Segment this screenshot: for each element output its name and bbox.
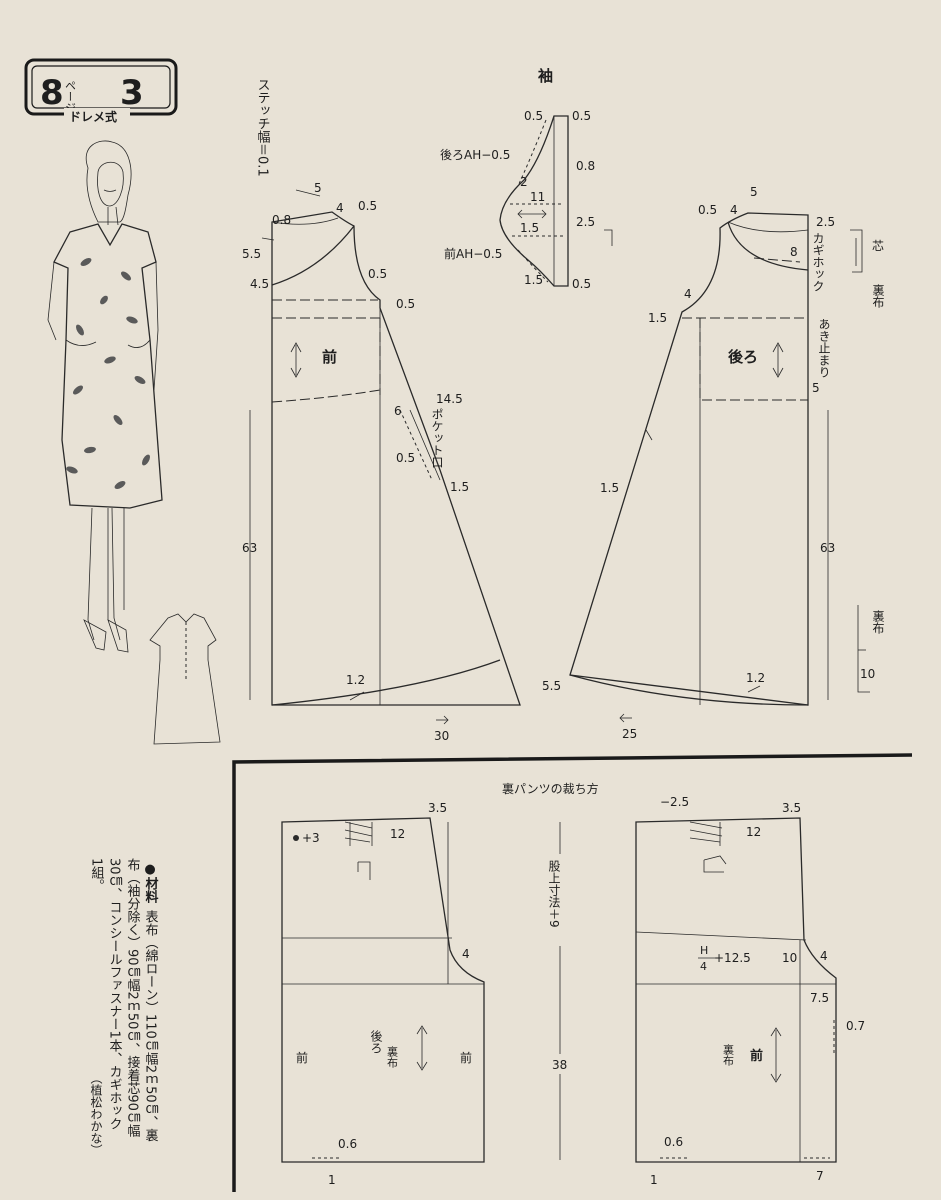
front-stitch-note: ステッチ幅＝0.1 — [255, 78, 271, 177]
pants-crotch-measure: 股上寸法＋9 — [547, 860, 561, 928]
back-measure-5b: 5 — [812, 381, 820, 395]
back-measure-8: 8 — [790, 245, 798, 259]
sleeve-measure-0-5a: 0.5 — [524, 109, 543, 123]
front-measure-30: 30 — [434, 729, 449, 743]
badge-page-num: 8 — [40, 73, 64, 113]
pants-right-pattern — [635, 817, 837, 1163]
pants-measure-38: 38 — [552, 1058, 567, 1072]
front-measure-4: 4 — [336, 201, 344, 215]
front-measure-0-8: 0.8 — [272, 213, 291, 227]
back-measure-10: 10 — [860, 667, 875, 681]
section-divider — [232, 753, 913, 1192]
front-pocket-length: 14.5 — [436, 392, 463, 406]
pants-title: 裏パンツの裁ち方 — [502, 781, 599, 796]
back-measure-4a: 4 — [730, 203, 738, 217]
back-label: 後ろ — [727, 348, 758, 366]
sleeve-measure-2-5: 2.5 — [576, 215, 595, 229]
pants-right-measure-minus2-5: −2.5 — [660, 795, 689, 809]
pants-right-measure-10: 10 — [782, 951, 797, 965]
front-measure-0-5c: 0.5 — [396, 297, 415, 311]
back-measure-0-5: 0.5 — [698, 203, 717, 217]
pants-right-front-sub: 裏布 — [722, 1043, 735, 1067]
pants-right-measure-4div: 4 — [700, 960, 707, 973]
model-illustration — [47, 140, 163, 653]
badge-item-num: 3 — [120, 73, 144, 113]
sleeve-measure-0-8: 0.8 — [576, 159, 595, 173]
materials-line1-text: 表布（綿ローン）110㎝幅2ｍ50㎝、裏 — [143, 910, 159, 1143]
pants-left-measure-4: 4 — [462, 947, 470, 961]
back-core-label: 芯 — [872, 239, 884, 253]
pants-right-measure-7-5: 7.5 — [810, 991, 829, 1005]
front-measure-0-5b: 0.5 — [368, 267, 387, 281]
pants-right-measure-plus12-5: +12.5 — [714, 951, 751, 965]
sleeve-back-ah: 後ろAH−0.5 — [440, 148, 510, 162]
sleeve-measure-2: 2 — [520, 175, 528, 189]
front-measure-5-5: 5.5 — [242, 247, 261, 261]
pants-left-measure-0-6: 0.6 — [338, 1137, 357, 1151]
materials-block: ●材料 表布（綿ローン）110㎝幅2ｍ50㎝、裏 布（袖分除く）90㎝幅2ｍ50… — [89, 858, 159, 1156]
badge-page-kana: ページ — [64, 80, 77, 113]
pants-left-back-sub: 裏布 — [386, 1045, 399, 1069]
back-hook-label: カギホック — [811, 232, 825, 292]
materials-line4: 1組。 — [89, 858, 105, 892]
pants-right-measure-3-5: 3.5 — [782, 801, 801, 815]
back-measure-4b: 4 — [684, 287, 692, 301]
pants-right-front-label: 前 — [750, 1048, 763, 1064]
back-measure-1-5b: 1.5 — [600, 481, 619, 495]
pants-left-measure-plus3: +3 — [302, 831, 320, 845]
front-measure-6: 6 — [394, 404, 402, 418]
pants-right-measure-h: H — [700, 944, 708, 957]
back-measure-5-5: 5.5 — [542, 679, 561, 693]
sleeve-title: 袖 — [538, 67, 553, 85]
pants-right-measure-0-6: 0.6 — [664, 1135, 683, 1149]
pants-right-measure-7: 7 — [816, 1169, 824, 1183]
pants-left-measure-12: 12 — [390, 827, 405, 841]
materials-author: （植松わかな） — [89, 1072, 103, 1156]
pants-right-measure-1: 1 — [650, 1173, 658, 1187]
pants-left-back-label: 後ろ — [369, 1030, 383, 1054]
pants-left-front-small2: 前 — [460, 1050, 472, 1065]
front-pattern — [249, 189, 521, 725]
front-measure-0-5a: 0.5 — [358, 199, 377, 213]
pants-right-measure-12: 12 — [746, 825, 761, 839]
back-measure-25: 25 — [622, 727, 637, 741]
back-measure-5: 5 — [750, 185, 758, 199]
front-measure-1-5: 1.5 — [450, 480, 469, 494]
back-measure-2-5: 2.5 — [816, 215, 835, 229]
front-measure-4-5: 4.5 — [250, 277, 269, 291]
pants-left-measure-3-5: 3.5 — [428, 801, 447, 815]
back-opening-label: あき止まり — [817, 318, 831, 378]
page-badge: 8 ページ 3 ドレメ式 — [24, 58, 178, 124]
back-measure-63: 63 — [820, 541, 835, 555]
back-pattern — [569, 212, 870, 723]
materials-line1: ●材料 — [143, 862, 159, 904]
sleeve-pattern — [499, 115, 613, 287]
back-lining2-label: 裏布 — [871, 609, 885, 635]
sleeve-measure-1-5a: 1.5 — [520, 221, 539, 235]
materials-line3: 30㎝、コンシールファスナー1本、カギホック — [107, 858, 123, 1130]
front-pocket-label: ポケット口 — [430, 408, 444, 468]
back-lining-label: 裏布 — [871, 283, 885, 309]
front-measure-0-5d: 0.5 — [396, 451, 415, 465]
back-view-sketch — [149, 613, 221, 745]
front-measure-1-2: 1.2 — [346, 673, 365, 687]
front-measure-63: 63 — [242, 541, 257, 555]
sleeve-measure-0-5c: 0.5 — [572, 277, 591, 291]
pants-right-measure-4: 4 — [820, 949, 828, 963]
pants-left-front-small: 前 — [296, 1050, 308, 1065]
pants-left-measure-1: 1 — [328, 1173, 336, 1187]
pants-right-measure-0-7: 0.7 — [846, 1019, 865, 1033]
sleeve-measure-0-5b: 0.5 — [572, 109, 591, 123]
front-label: 前 — [322, 348, 337, 366]
sleeve-measure-1-5b: 1.5 — [524, 273, 543, 287]
pants-left-pattern — [281, 817, 485, 1163]
sleeve-measure-11: 11 — [530, 190, 545, 204]
badge-method: ドレメ式 — [69, 109, 117, 124]
back-measure-1-5a: 1.5 — [648, 311, 667, 325]
back-measure-1-2: 1.2 — [746, 671, 765, 685]
sleeve-front-ah: 前AH−0.5 — [444, 246, 502, 261]
front-measure-5: 5 — [314, 181, 322, 195]
materials-line2: 布（袖分除く）90㎝幅2ｍ50㎝、接着芯90㎝幅 — [125, 858, 141, 1138]
